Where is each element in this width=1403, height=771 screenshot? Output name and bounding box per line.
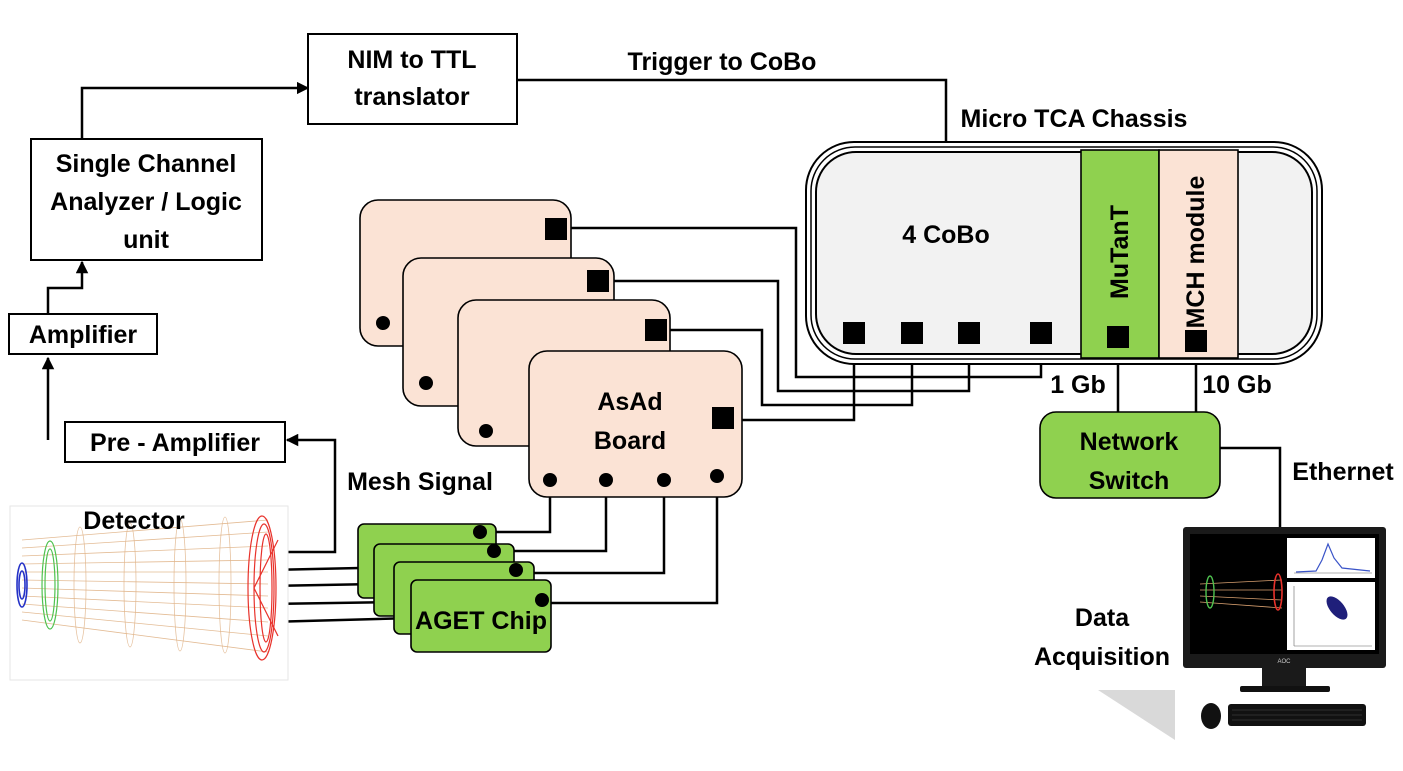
nim-ttl-label-1: NIM to TTL xyxy=(347,46,476,74)
cobo-ports xyxy=(843,322,1052,344)
detector-field-lines xyxy=(21,519,269,653)
mutant-label: MuTanT xyxy=(1106,205,1134,299)
trigger-label: Trigger to CoBo xyxy=(628,48,817,76)
aget-chip-4: AGET Chip xyxy=(410,579,552,653)
daq-label-1: Data xyxy=(1075,604,1130,632)
daq-label-2: Acquisition xyxy=(1034,643,1170,671)
wire-asad-aget-3 xyxy=(516,482,666,575)
computer-monitor-icon: AOC xyxy=(1098,527,1386,740)
mch-port xyxy=(1185,330,1207,352)
one-gb-label: 1 Gb xyxy=(1050,371,1106,399)
screen-scatter-panel xyxy=(1287,582,1375,650)
wire-amplifier-to-sca xyxy=(46,260,89,314)
switch-label-2: Switch xyxy=(1089,467,1170,495)
aget-chip-label: AGET Chip xyxy=(415,607,547,635)
wire-asad-aget-4 xyxy=(542,478,719,605)
ten-gb-label: 10 Gb xyxy=(1202,371,1271,399)
asad-label-2: Board xyxy=(594,427,666,455)
amplifier: Amplifier xyxy=(8,313,158,355)
ethernet-label: Ethernet xyxy=(1292,458,1394,486)
sca-label-3: unit xyxy=(123,226,169,254)
pre-amplifier-label: Pre - Amplifier xyxy=(90,429,260,457)
wire-asad3-cobo xyxy=(656,328,914,407)
asad-label-1: AsAd xyxy=(597,388,662,416)
mch-label: MCH module xyxy=(1182,176,1210,329)
mutant-module: MuTanT xyxy=(1080,149,1160,359)
asad-board-4: AsAd Board xyxy=(528,350,743,498)
screen-detector-thumbnail xyxy=(1199,573,1283,611)
cobo-port-3 xyxy=(958,322,980,344)
monitor-brand: AOC xyxy=(1277,659,1291,665)
amplifier-label: Amplifier xyxy=(29,321,138,349)
aget-chips: AGET Chip xyxy=(357,523,552,653)
mouse-icon xyxy=(1201,703,1221,729)
nim-ttl-translator: NIM to TTL translator xyxy=(307,33,518,125)
mutant-port xyxy=(1107,326,1129,348)
keyboard-icon xyxy=(1228,704,1366,726)
cobo-port-4 xyxy=(1030,322,1052,344)
screen-histogram-panel xyxy=(1287,538,1375,578)
network-switch: Network Switch xyxy=(1039,411,1221,499)
cobo-port-1 xyxy=(843,322,865,344)
single-channel-analyzer: Single Channel Analyzer / Logic unit xyxy=(30,138,263,261)
wire-asad-aget-1 xyxy=(480,482,552,534)
sca-label-1: Single Channel xyxy=(56,150,237,178)
detector-image: Detector xyxy=(9,505,289,681)
switch-label-1: Network xyxy=(1080,428,1179,456)
wire-ethernet xyxy=(1218,446,1282,530)
detector-label: Detector xyxy=(83,507,185,535)
mch-module: MCH module xyxy=(1158,149,1239,359)
wire-mesh-signal xyxy=(268,433,337,554)
micro-tca-chassis xyxy=(805,141,1323,365)
cobo-port-2 xyxy=(901,322,923,344)
nim-ttl-label-2: translator xyxy=(354,83,470,111)
pre-amplifier: Pre - Amplifier xyxy=(64,421,286,463)
wire-asad2-cobo xyxy=(598,279,971,393)
micro-tca-label: Micro TCA Chassis xyxy=(961,105,1188,133)
mesh-signal-label: Mesh Signal xyxy=(347,468,493,496)
wire-sca-to-nim xyxy=(80,81,310,138)
sca-label-2: Analyzer / Logic xyxy=(50,188,242,216)
wire-asad-aget-2 xyxy=(494,482,608,553)
cobo-label: 4 CoBo xyxy=(902,221,990,249)
wire-detector-aget-4 xyxy=(267,616,413,624)
asad-boards: AsAd Board xyxy=(359,199,743,498)
